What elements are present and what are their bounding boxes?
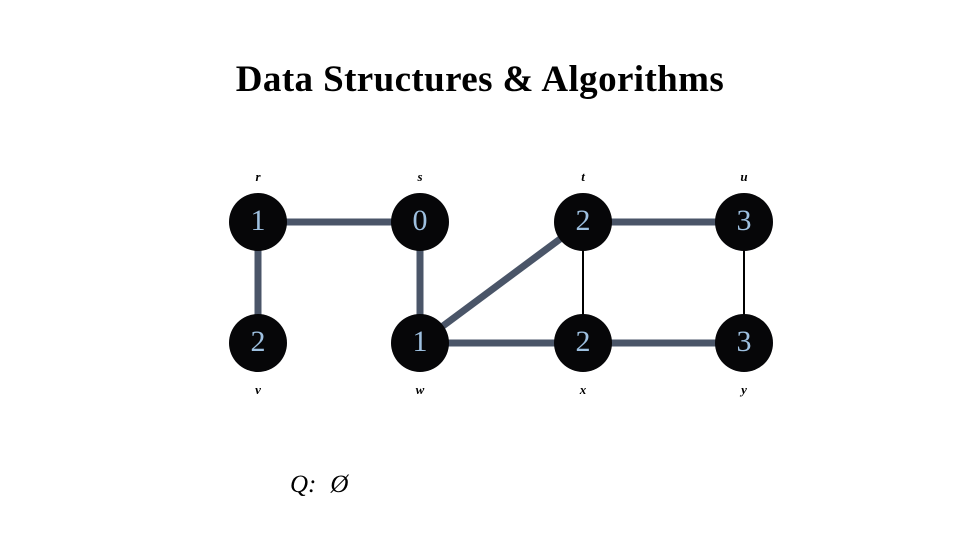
graph-node-value-y: 3 — [736, 325, 752, 358]
graph-node-label-x: x — [579, 382, 587, 397]
queue-label: Q: — [290, 471, 317, 498]
graph-node-label-t: t — [581, 169, 585, 184]
graph-node-r[interactable]: 1 — [229, 193, 287, 251]
graph-node-value-s: 0 — [412, 204, 428, 237]
graph-node-label-s: s — [417, 169, 423, 184]
graph-node-value-u: 3 — [736, 204, 752, 237]
page-title: Data Structures & Algorithms — [235, 59, 725, 100]
graph-node-u[interactable]: 3 — [715, 193, 773, 251]
graph-node-s[interactable]: 0 — [391, 193, 449, 251]
graph-node-t[interactable]: 2 — [554, 193, 612, 251]
graph-node-label-v: v — [255, 382, 261, 397]
graph-node-label-r: r — [255, 169, 261, 184]
graph-edge-w-t — [417, 219, 586, 346]
graph-node-y[interactable]: 3 — [715, 314, 773, 372]
graph-node-value-v: 2 — [250, 325, 266, 358]
graph-node-label-u: u — [740, 169, 748, 184]
graph-node-value-r: 1 — [250, 204, 266, 237]
graph-node-x[interactable]: 2 — [554, 314, 612, 372]
graph-node-w[interactable]: 1 — [391, 314, 449, 372]
graph-node-value-t: 2 — [575, 204, 591, 237]
graph-node-label-w: w — [415, 382, 425, 397]
queue-contents: Ø — [330, 471, 349, 498]
graph-node-label-y: y — [741, 382, 747, 397]
graph-node-value-w: 1 — [412, 325, 428, 358]
queue-display: Q: Ø — [290, 470, 348, 500]
graph-node-v[interactable]: 2 — [229, 314, 287, 372]
graph-node-value-x: 2 — [575, 325, 591, 358]
